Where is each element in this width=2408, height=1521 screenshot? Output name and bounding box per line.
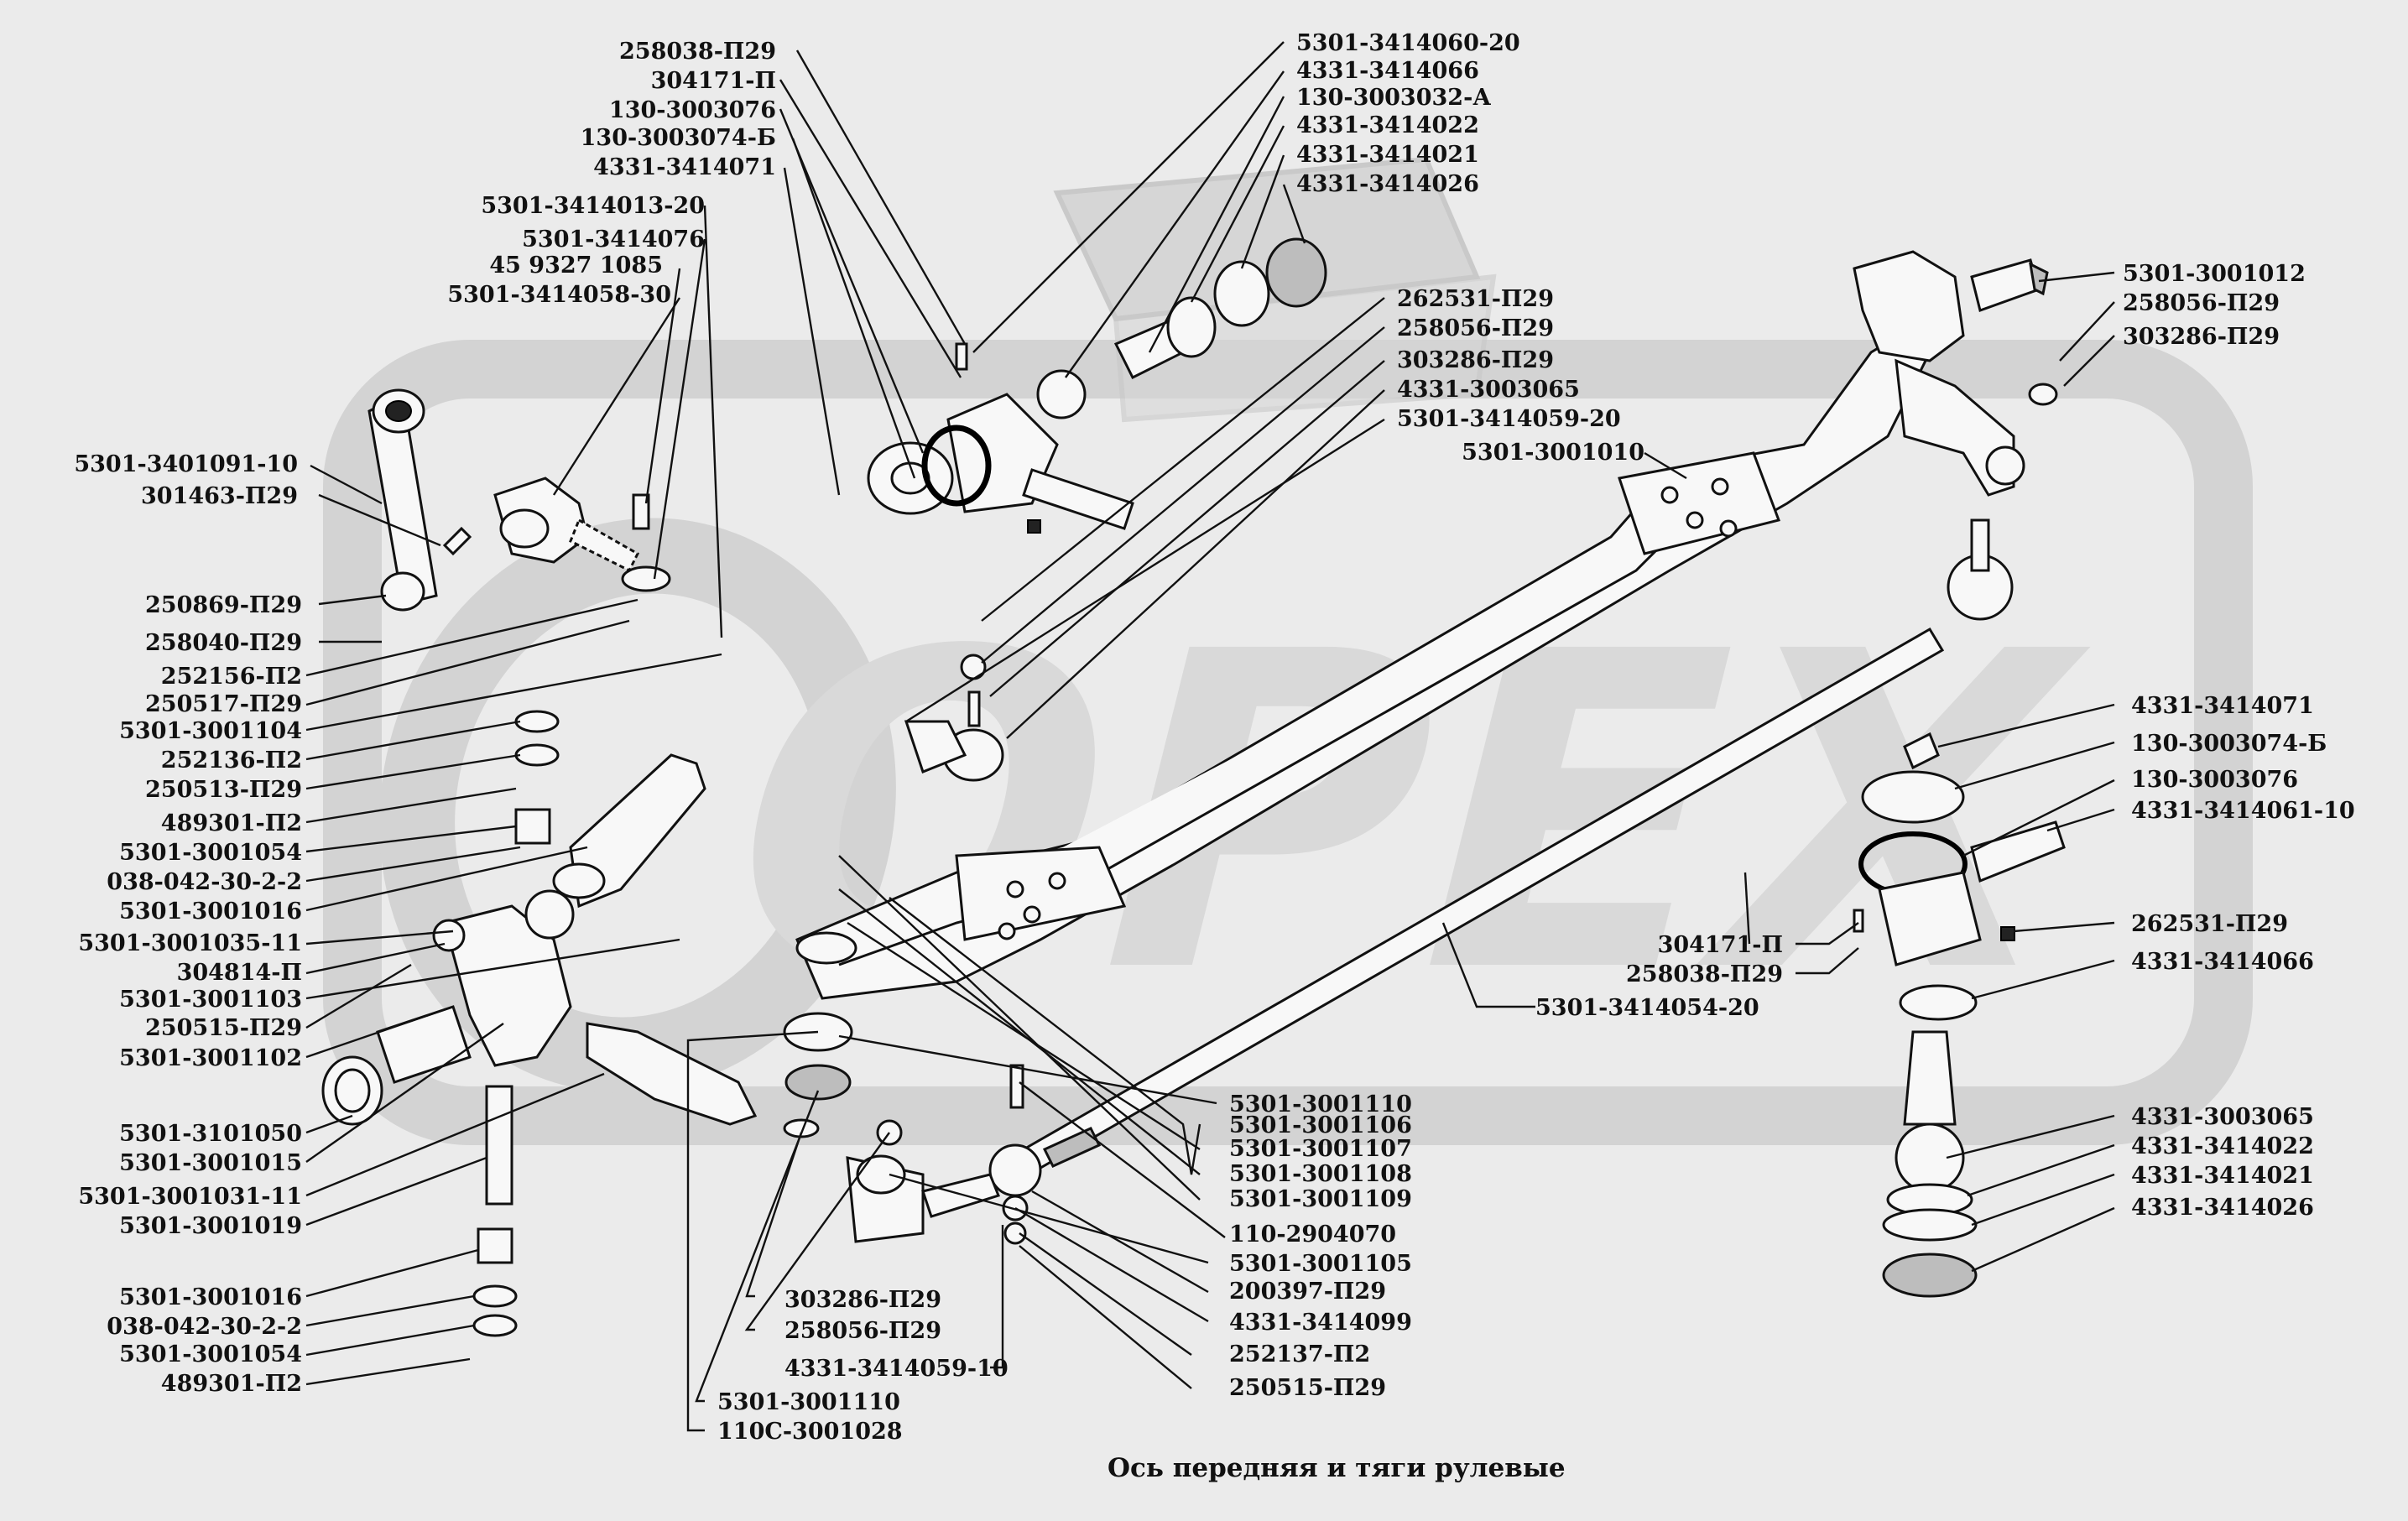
label-part: 45 9327 1085 <box>489 253 663 279</box>
ball-joint-upper-group <box>867 237 1327 534</box>
label-part: 5301-3401091-10 <box>74 451 298 477</box>
label-part: 4331-3414071 <box>593 154 776 180</box>
label-part: 5301-3001054 <box>119 840 302 866</box>
label-part: 5301-3414076 <box>522 227 705 253</box>
label-part: 4331-3414099 <box>1229 1310 1412 1336</box>
right-steering-knuckle <box>1853 250 2058 497</box>
label-part: 304814-П <box>177 960 302 986</box>
label-part: 303286-П29 <box>1397 347 1554 373</box>
label-part: 489301-П2 <box>161 1371 302 1397</box>
label-part: 252156-П2 <box>161 664 302 690</box>
label-part: 5301-3101050 <box>119 1121 302 1147</box>
label-part: 250515-П29 <box>1229 1375 1386 1401</box>
label-part: 4331-3414021 <box>2131 1163 2314 1189</box>
label-part: 5301-3001010 <box>1462 440 1644 466</box>
label-part: 258038-П29 <box>619 39 776 65</box>
label-part: 258056-П29 <box>2123 290 2280 316</box>
label-part: 5301-3001108 <box>1229 1161 1412 1187</box>
label-part: 5301-3414060-20 <box>1296 30 1520 56</box>
label-part: 038-042-30-2-2 <box>107 869 302 895</box>
label-part: 252136-П2 <box>161 747 302 774</box>
label-part: 5301-3001016 <box>119 899 302 925</box>
label-part: 5301-3001109 <box>1229 1186 1412 1212</box>
label-part: 258038-П29 <box>1626 961 1783 987</box>
label-part: 5301-3001054 <box>119 1341 302 1367</box>
label-part: 5301-3001107 <box>1229 1136 1412 1162</box>
label-part: 4331-3414071 <box>2131 693 2314 719</box>
label-part: 258056-П29 <box>784 1318 941 1344</box>
label-part: 038-042-30-2-2 <box>107 1314 302 1340</box>
label-part: 5301-3001016 <box>119 1284 302 1310</box>
label-part: 4331-3003065 <box>1397 377 1580 403</box>
ball-pin-center <box>904 654 1004 782</box>
label-part: 5301-3001105 <box>1229 1251 1412 1277</box>
label-part: 5301-3001019 <box>119 1213 302 1239</box>
label-part: 4331-3414061-10 <box>2131 798 2355 824</box>
label-part: 252137-П2 <box>1229 1341 1370 1367</box>
part-number-labels: 258038-П29 304171-П 130-3003076 130-3003… <box>74 30 2354 1445</box>
label-part: 5301-3001015 <box>119 1150 302 1176</box>
label-part: 130-3003074-Б <box>581 125 776 151</box>
label-part: 130-3003076 <box>609 97 776 123</box>
label-part: 303286-П29 <box>784 1287 941 1313</box>
steering-arm <box>367 388 472 612</box>
label-part: 304171-П <box>651 68 776 94</box>
label-part: 301463-П29 <box>141 483 298 509</box>
label-part: 304171-П <box>1658 932 1783 958</box>
label-part: 5301-3414054-20 <box>1535 995 1759 1021</box>
label-part: 5301-3001035-11 <box>78 930 302 956</box>
label-part: 262531-П29 <box>2131 911 2288 937</box>
label-part: 262531-П29 <box>1397 286 1554 312</box>
label-part: 5301-3001106 <box>1229 1112 1412 1138</box>
label-part: 4331-3003065 <box>2131 1104 2314 1130</box>
label-part: 130-3003074-Б <box>2131 731 2327 757</box>
label-part: 4331-3414026 <box>2131 1195 2314 1221</box>
kingpin-bushings <box>472 710 560 1337</box>
label-part: 250517-П29 <box>145 691 302 717</box>
label-part: 200397-П29 <box>1229 1279 1386 1305</box>
label-part: 5301-3001102 <box>119 1045 302 1071</box>
label-part: 250515-П29 <box>145 1015 302 1041</box>
figure-caption: Ось передняя и тяги рулевые <box>1108 1453 1566 1483</box>
label-part: 250869-П29 <box>145 592 302 618</box>
drag-link-end <box>493 477 671 592</box>
label-part: 130-3003076 <box>2131 767 2298 793</box>
label-part: 4331-3414022 <box>1296 112 1479 138</box>
tie-rod <box>988 518 2014 1197</box>
label-part: 130-3003032-А <box>1296 85 1491 111</box>
label-part: 258056-П29 <box>1397 315 1554 341</box>
ball-pin-right-group <box>1853 732 2066 1298</box>
label-part: 4331-3414022 <box>2131 1133 2314 1159</box>
label-part: 5301-3414059-20 <box>1397 406 1621 432</box>
label-part: 110-2904070 <box>1229 1221 1396 1248</box>
label-part: 4331-3414059-10 <box>784 1356 1009 1382</box>
label-part: 4331-3414026 <box>1296 171 1479 197</box>
label-part: 5301-3001110 <box>717 1389 900 1415</box>
label-part: 110С-3001028 <box>717 1419 903 1445</box>
label-part: 5301-3001012 <box>2123 261 2306 287</box>
front-axle-beam <box>795 325 1931 1000</box>
label-part: 5301-3001104 <box>119 718 302 744</box>
label-part: 5301-3414058-30 <box>447 282 671 308</box>
label-part: 5301-3414013-20 <box>481 193 705 219</box>
label-part: 5301-3001110 <box>1229 1091 1412 1117</box>
leader-lines <box>305 41 2115 1432</box>
label-part: 4331-3414066 <box>2131 949 2314 975</box>
label-part: 5301-3001031-11 <box>78 1184 302 1210</box>
label-part: 489301-П2 <box>161 810 302 836</box>
label-part: 303286-П29 <box>2123 324 2280 350</box>
label-part: 5301-3001103 <box>119 987 302 1013</box>
label-part: 258040-П29 <box>145 630 302 656</box>
label-part: 4331-3414066 <box>1296 58 1479 84</box>
label-part: 250513-П29 <box>145 777 302 803</box>
label-part: 4331-3414021 <box>1296 142 1479 168</box>
